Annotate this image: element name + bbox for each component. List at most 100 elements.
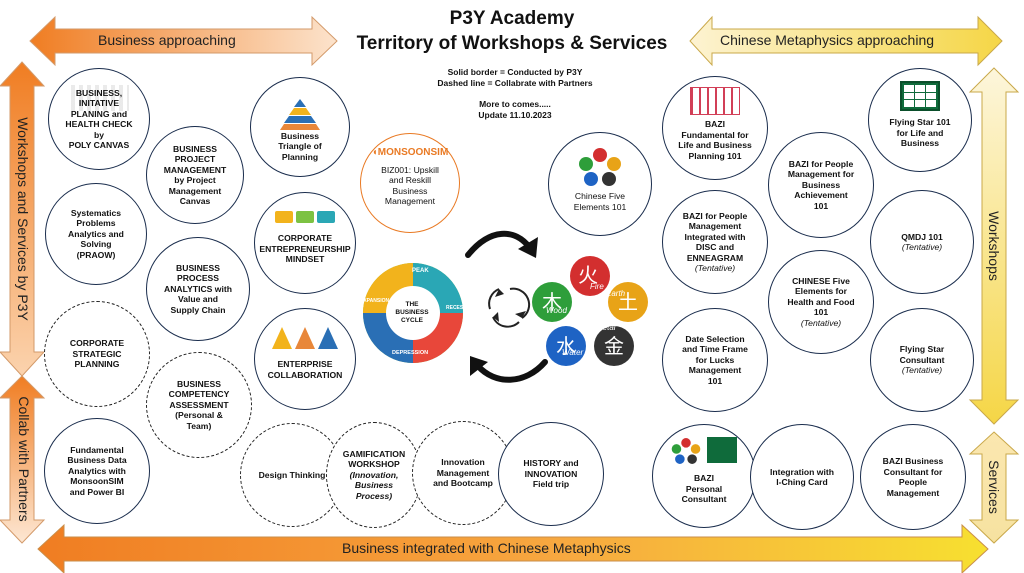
five-elements-small-icon (579, 148, 621, 186)
monsoonsim-logo-icon: ◖ (371, 147, 378, 158)
element-fire: Fire (590, 282, 604, 291)
arrow-label-workshops: Workshops (986, 211, 1002, 281)
flying-star-grid-icon (900, 81, 940, 111)
cycle-label-peak: PEAK (412, 268, 429, 274)
workshop-bazi-fundamental[interactable]: BAZI Fundamental for Life and Business P… (662, 76, 768, 180)
circle-label: Flying Star 101 for Life and Business (889, 117, 951, 148)
circle-sublabel: (Tentative) (800, 317, 842, 328)
five-elements-small-icon (671, 438, 701, 464)
arrow-label-collab-partners: Collab with Partners (16, 396, 32, 522)
workshop-bazi-people-management[interactable]: BAZI for People Management for Business … (768, 132, 874, 238)
circle-label: HISTORY and INNOVATION Field trip (523, 458, 579, 490)
workshop-history-fieldtrip[interactable]: HISTORY and INNOVATION Field trip (498, 422, 604, 526)
bazi-chart-icon (690, 87, 740, 115)
circle-label: BAZI Personal Consultant (681, 473, 727, 504)
circle-label: BUSINESS, INITATIVE PLANING and HEALTH C… (65, 87, 133, 151)
workshop-bazi-disc-enneagram[interactable]: BAZI for People Management Integrated wi… (662, 190, 768, 294)
element-fire-cn: 火 (578, 265, 598, 287)
service-bazi-business-consultant[interactable]: BAZI Business Consultant for People Mana… (860, 424, 966, 530)
workshop-business-triangle[interactable]: Business Triangle of Planning (250, 77, 350, 177)
workshop-flying-star-101[interactable]: Flying Star 101 for Life and Business (868, 68, 972, 172)
more-note: More to comes..... (479, 99, 551, 109)
arrow-top-right (689, 15, 1003, 67)
circle-sublabel: (Tentative) (901, 365, 943, 376)
arrow-left-lower (0, 375, 46, 544)
arrow-label-business-approaching: Business approaching (98, 32, 236, 48)
update-note: Update 11.10.2023 (478, 110, 552, 120)
monsoonsim-logo-text: MONSOONSIM (377, 147, 449, 158)
workshop-data-analytics[interactable]: Fundamental Business Data Analytics with… (44, 418, 150, 524)
element-earth-cn: 土 (618, 292, 638, 314)
circle-sublabel: (Tentative) (901, 242, 943, 252)
business-cycle-graphic (363, 263, 463, 363)
service-icons (671, 437, 737, 465)
element-water-cn: 水 (556, 336, 576, 358)
circle-sublabel: (Innovation, Business Process) (349, 469, 399, 501)
workshop-biz001[interactable]: ◖MONSOONSIM BIZ001: Upskill and Reskill … (360, 133, 460, 233)
cycle-label-expansion: EXPANSION (360, 298, 390, 304)
workshop-date-selection[interactable]: Date Selection and Time Frame for Lucks … (662, 308, 768, 412)
poly-canvas-image (71, 85, 129, 111)
workshop-project-canvas[interactable]: BUSINESS PROJECT MANAGEMENT by Project M… (146, 126, 244, 224)
workshop-chinese-five-elements-101[interactable]: Chinese Five Elements 101 (548, 132, 652, 236)
circle-label: BAZI Business Consultant for People Mana… (882, 456, 944, 498)
workshop-poly-canvas[interactable]: BUSINESS, INITATIVE PLANING and HEALTH C… (48, 68, 150, 170)
circle-label: Systematics Problems Analytics and Solvi… (68, 207, 124, 260)
element-water: Water (562, 348, 584, 357)
circle-label: Fundamental Business Data Analytics with… (67, 444, 127, 497)
circle-label: Chinese Five Elements 101 (573, 191, 627, 212)
arrow-label-workshops-p3y: Workshops and Services by P3Y (15, 117, 31, 321)
circle-label: Business Triangle of Planning (278, 130, 322, 162)
curve-arrow-bottom (475, 359, 548, 383)
circle-label: CHINESE Five Elements for Health and Foo… (787, 275, 855, 318)
cycle-label-depression: DEPRESSION (392, 350, 429, 356)
circle-label: BAZI for People Management for Business … (787, 158, 855, 211)
circle-label: ENTERPRISE COLLABORATION (267, 359, 343, 380)
arrow-label-chinese-approaching: Chinese Metaphysics approaching (720, 32, 935, 48)
cycle-center-label: THE BUSINESS CYCLE (395, 301, 429, 324)
circle-sublabel: (Tentative) (694, 263, 736, 273)
element-earth: Earth (606, 289, 626, 298)
legend-dashed: Dashed line = Collabrate with Partners (437, 78, 593, 88)
flying-star-grid-icon (707, 437, 737, 463)
circle-label: CORPORATE STRATEGIC PLANNING (69, 338, 125, 370)
workshop-five-elements-health[interactable]: CHINESE Five Elements for Health and Foo… (768, 250, 874, 354)
circle-label: Flying Star Consultant (899, 344, 945, 365)
circle-label: Integration with I-Ching Card (770, 466, 834, 488)
circle-label: Innovation Management and Bootcamp (433, 457, 493, 489)
workshop-corporate-strategic[interactable]: CORPORATE STRATEGIC PLANNING (44, 301, 150, 407)
element-wood: Wood (546, 306, 567, 315)
pyramid-icon (280, 98, 320, 130)
workshop-innovation-bootcamp[interactable]: Innovation Management and Bootcamp (412, 421, 514, 525)
workshop-qmdj-101[interactable]: QMDJ 101 (Tentative) (870, 190, 974, 294)
circle-label: BAZI Fundamental for Life and Business P… (678, 119, 752, 161)
arrow-right-upper (968, 67, 1020, 425)
element-wood-cn: 木 (542, 292, 562, 314)
workshop-praow[interactable]: Systematics Problems Analytics and Solvi… (45, 183, 147, 285)
workshop-process-analytics[interactable]: BUSINESS PROCESS ANALYTICS with Value an… (146, 237, 250, 341)
workshop-corporate-entrepreneurship[interactable]: CORPORATE ENTREPRENEURSHIP MINDSET (254, 192, 356, 294)
service-bazi-personal[interactable]: BAZI Personal Consultant (652, 424, 756, 528)
workshop-competency-assessment[interactable]: BUSINESS COMPETENCY ASSESSMENT (Personal… (146, 352, 252, 458)
circle-label: BIZ001: Upskill and Reskill Business Man… (381, 164, 439, 207)
arrow-bottom (37, 523, 989, 573)
circle-label: Date Selection and Time Frame for Lucks … (682, 333, 748, 386)
circle-label: CORPORATE ENTREPRENEURSHIP MINDSET (259, 233, 351, 264)
arrow-right-lower (968, 431, 1020, 544)
workshop-enterprise-collaboration[interactable]: ENTERPRISE COLLABORATION (254, 308, 356, 410)
curve-arrow-top (465, 230, 533, 258)
refresh-icon (488, 287, 531, 328)
monsoonsim-logo: ◖MONSOONSIM (371, 147, 449, 159)
element-metal-cn: 金 (604, 336, 624, 358)
five-elements-graphic (532, 256, 648, 366)
circle-label: GAMIFICATION WORKSHOP (342, 448, 406, 470)
service-iching-card[interactable]: Integration with I-Ching Card (750, 424, 854, 530)
workshop-flying-star-consultant[interactable]: Flying Star Consultant (Tentative) (870, 308, 974, 412)
circle-label: BUSINESS COMPETENCY ASSESSMENT (Personal… (168, 378, 230, 431)
circle-label: BAZI for People Management Integrated wi… (682, 210, 748, 263)
circle-label: Design Thinking (258, 469, 326, 480)
circle-label: QMDJ 101 (901, 231, 943, 242)
workshop-gamification[interactable]: GAMIFICATION WORKSHOP (Innovation, Busin… (326, 422, 422, 528)
cycle-label-recession: RECESSION (446, 305, 476, 311)
